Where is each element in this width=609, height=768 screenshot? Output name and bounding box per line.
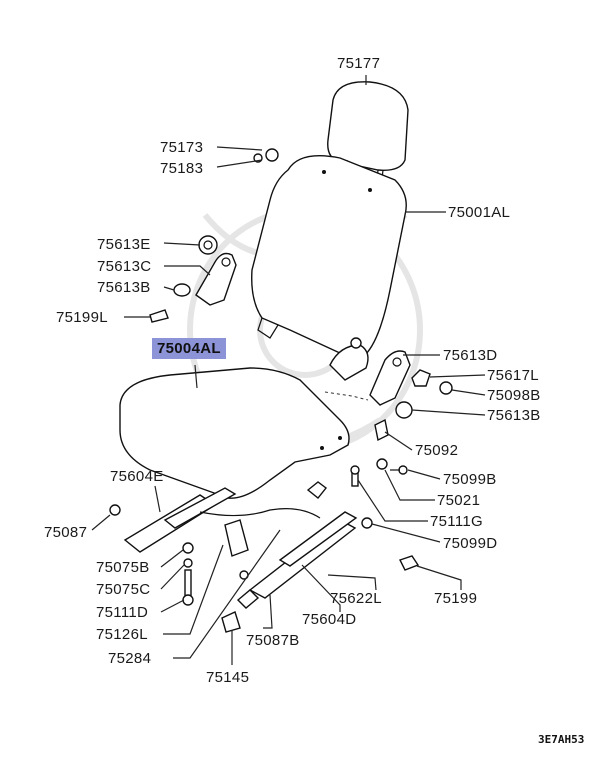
label-75021: 75021	[437, 492, 481, 509]
label-75604D: 75604D	[302, 611, 357, 628]
label-75622L: 75622L	[330, 590, 382, 607]
label-75099D: 75099D	[443, 535, 498, 552]
label-75111D: 75111D	[96, 604, 149, 621]
label-75177: 75177	[337, 55, 381, 72]
label-75004AL-highlighted: 75004AL	[152, 338, 226, 359]
label-75613E: 75613E	[97, 236, 151, 253]
label-75087: 75087	[44, 524, 88, 541]
label-75617L: 75617L	[487, 367, 539, 384]
label-75092: 75092	[415, 442, 459, 459]
label-75126L: 75126L	[96, 626, 148, 643]
hinge-parts	[149, 148, 453, 571]
label-75183: 75183	[160, 160, 204, 177]
label-75284: 75284	[108, 650, 152, 667]
label-75604E: 75604E	[110, 468, 164, 485]
diagram-code: 3E7AH53	[538, 733, 585, 746]
seat-cushion	[119, 367, 350, 499]
leader-lines	[91, 75, 486, 665]
lower-hardware	[182, 542, 260, 633]
label-75075B: 75075B	[96, 559, 150, 576]
label-75199L: 75199L	[56, 309, 108, 326]
seat-rails	[109, 487, 358, 599]
seat-back	[251, 155, 407, 381]
label-75613D: 75613D	[443, 347, 498, 364]
label-75099B: 75099B	[443, 471, 497, 488]
label-75613C: 75613C	[97, 258, 152, 275]
label-75087B: 75087B	[246, 632, 300, 649]
label-75001AL: 75001AL	[448, 204, 511, 221]
label-75173: 75173	[160, 139, 204, 156]
label-75613B-right: 75613B	[487, 407, 541, 424]
label-75145: 75145	[206, 669, 250, 686]
label-75075C: 75075C	[96, 581, 151, 598]
label-75098B: 75098B	[487, 387, 541, 404]
label-75111G: 75111G	[430, 513, 483, 530]
label-75613B-left: 75613B	[97, 279, 151, 296]
label-75199: 75199	[434, 590, 478, 607]
